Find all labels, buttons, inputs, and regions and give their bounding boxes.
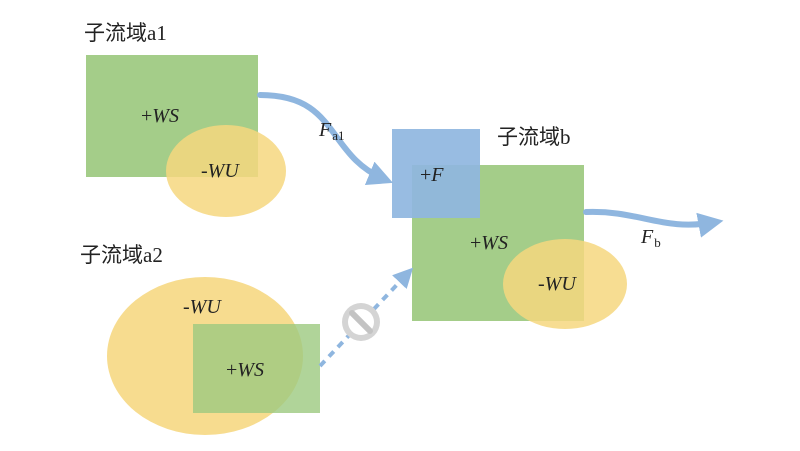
region-a1: 子流域a1 +WS -WU	[84, 21, 286, 217]
flow-arrow-a2-to-b-blocked	[318, 267, 414, 368]
region-b-f-box	[392, 129, 480, 218]
region-a1-ws-label: +WS	[141, 105, 179, 127]
region-a1-wu-text: WU	[208, 160, 241, 182]
flow-label-fb-sub: b	[654, 235, 661, 250]
prohibited-icon	[342, 303, 380, 341]
region-b-f-label: +F	[420, 164, 444, 186]
region-a1-ws-text: WS	[152, 105, 179, 127]
flow-label-fa1-sub: a1	[332, 128, 344, 143]
region-a1-wu-label: -WU	[201, 160, 240, 182]
region-b-wu-ellipse	[503, 239, 627, 329]
region-a1-title: 子流域a1	[84, 21, 167, 45]
flow-label-fb-main: F	[640, 226, 654, 248]
region-a2-title: 子流域a2	[80, 243, 163, 267]
flow-label-fa1-main: F	[318, 119, 332, 141]
flow-arrow-a1-to-b	[257, 92, 393, 185]
region-b: 子流域b +F +WS -WU	[392, 125, 627, 329]
region-a2-ws-box	[193, 324, 320, 413]
region-b-wu-text: WU	[545, 273, 578, 295]
flow-arrow-b-out	[583, 208, 724, 238]
region-b-ws-text: WS	[481, 232, 508, 254]
region-a2-wu-label: -WU	[183, 296, 222, 318]
flow-label-fb: Fb	[640, 226, 661, 250]
region-b-title: 子流域b	[497, 125, 571, 149]
region-b-ws-label: +WS	[470, 232, 508, 254]
region-a1-wu-ellipse	[166, 125, 286, 217]
region-a2-wu-text: WU	[190, 296, 223, 318]
flow-label-fa1: Fa1	[318, 119, 345, 143]
region-b-f-text: F	[430, 164, 444, 186]
region-b-wu-label: -WU	[538, 273, 577, 295]
region-a2-ws-label: +WS	[226, 359, 264, 381]
region-a2: 子流域a2 -WU +WS	[80, 243, 320, 435]
region-a2-ws-text: WS	[237, 359, 264, 381]
